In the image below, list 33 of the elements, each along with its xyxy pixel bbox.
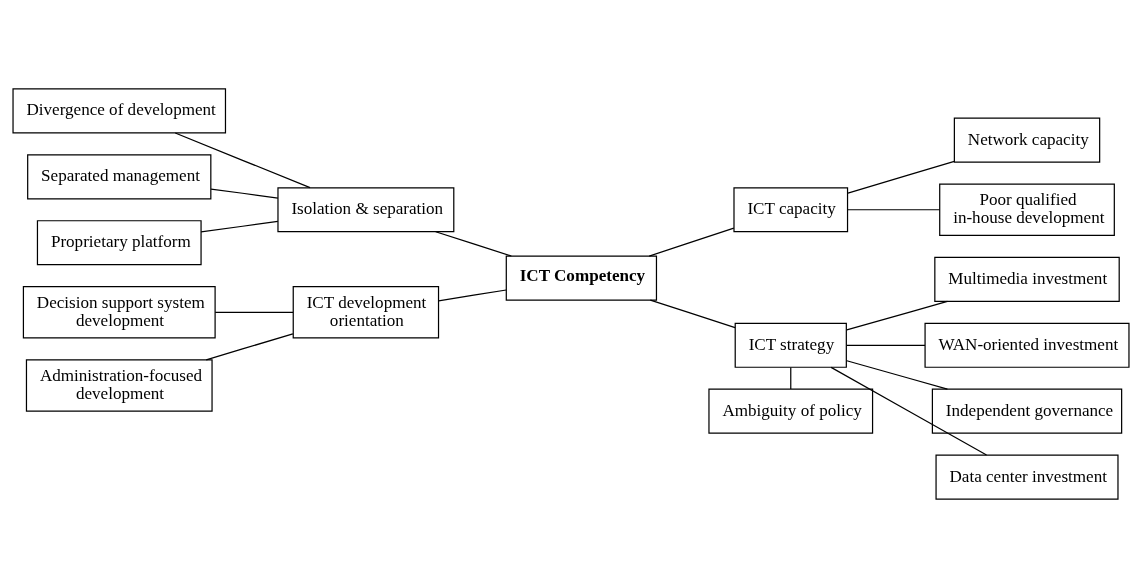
node-box: Decision support system development <box>22 286 216 339</box>
node-box: Proprietary platform <box>36 220 202 266</box>
node-box: Divergence of development <box>12 88 227 134</box>
connector <box>846 344 926 346</box>
connector <box>649 299 736 329</box>
node-box: Multimedia investment <box>934 256 1120 302</box>
connector <box>438 289 507 302</box>
connector <box>210 188 279 199</box>
node-box: WAN-oriented investment <box>924 322 1130 368</box>
connector <box>847 160 955 194</box>
connector <box>846 300 948 331</box>
node-box: ICT development orientation <box>292 286 440 339</box>
node-box: ICT Competency <box>505 255 658 301</box>
node-box: Ambiguity of policy <box>708 388 874 434</box>
node-box: ICT strategy <box>734 322 847 368</box>
connector <box>847 209 941 211</box>
node-box: Isolation & separation <box>277 187 455 233</box>
node-box: Data center investment <box>935 454 1119 500</box>
connector <box>214 311 294 313</box>
node-box: Separated management <box>27 154 212 200</box>
connector <box>830 366 988 456</box>
node-box: Administration-focused development <box>25 359 213 412</box>
connector <box>846 360 948 390</box>
connector <box>790 366 792 390</box>
node-box: ICT capacity <box>733 187 849 233</box>
node-box: Network capacity <box>953 117 1101 163</box>
node-box: Poor qualified in-house development <box>939 183 1115 236</box>
node-box: Independent governance <box>931 388 1123 434</box>
connector <box>200 220 279 233</box>
connector <box>648 227 735 257</box>
connector <box>205 333 294 361</box>
connector <box>435 231 512 257</box>
connector <box>174 132 311 189</box>
